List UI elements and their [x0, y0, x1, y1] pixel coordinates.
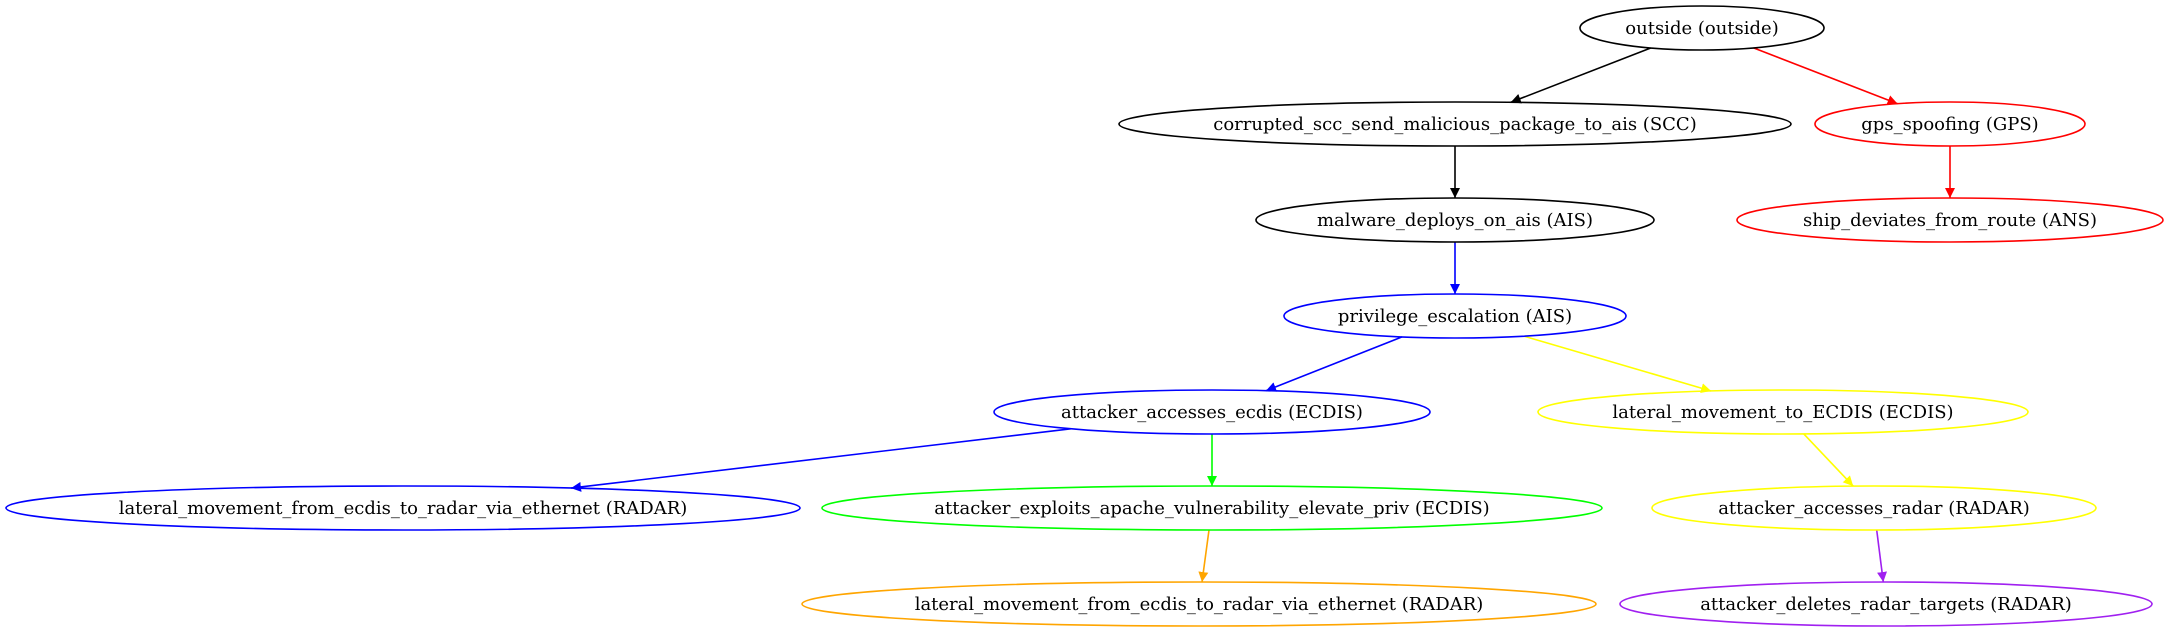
- graph-node: attacker_accesses_ecdis (ECDIS): [993, 389, 1431, 435]
- edges-layer: [570, 47, 1955, 583]
- graph-node: malware_deploys_on_ais (AIS): [1255, 197, 1655, 243]
- node-label: attacker_accesses_radar (RADAR): [1718, 498, 2030, 519]
- graph-node: corrupted_scc_send_malicious_package_to_…: [1118, 101, 1792, 147]
- edge-n11-to-n13: [1875, 529, 1888, 583]
- node-label: ship_deviates_from_route (ANS): [1803, 210, 2097, 231]
- node-ellipse: [1619, 581, 2153, 627]
- graph-node: attacker_accesses_radar (RADAR): [1651, 485, 2097, 531]
- node-ellipse: [5, 485, 801, 531]
- node-label: lateral_movement_from_ecdis_to_radar_via…: [915, 594, 1484, 615]
- edge-n10-to-n12: [1198, 529, 1210, 583]
- graph-node: attacker_deletes_radar_targets (RADAR): [1619, 581, 2153, 627]
- node-label: malware_deploys_on_ais (AIS): [1317, 210, 1593, 231]
- node-ellipse: [1814, 101, 2086, 147]
- graph-node: attacker_exploits_apache_vulnerability_e…: [821, 485, 1603, 531]
- node-ellipse: [1651, 485, 2097, 531]
- node-label: lateral_movement_from_ecdis_to_radar_via…: [119, 498, 688, 519]
- node-ellipse: [993, 389, 1431, 435]
- edge-n6-to-n8: [1523, 335, 1712, 393]
- edge-n7-to-n9: [570, 428, 1071, 492]
- node-ellipse: [1255, 197, 1655, 243]
- nodes-layer: outside (outside) corrupted_scc_send_mali…: [5, 5, 2164, 627]
- edge-n1-to-n2: [1510, 47, 1651, 104]
- graph-node: gps_spoofing (GPS): [1814, 101, 2086, 147]
- node-ellipse: [801, 581, 1597, 627]
- node-ellipse: [1283, 293, 1627, 339]
- graph-node: lateral_movement_from_ecdis_to_radar_via…: [801, 581, 1597, 627]
- node-label: outside (outside): [1625, 18, 1778, 39]
- graph-node: lateral_movement_from_ecdis_to_radar_via…: [5, 485, 801, 531]
- graph-node: ship_deviates_from_route (ANS): [1736, 197, 2164, 243]
- node-ellipse: [1579, 5, 1825, 51]
- edge-n1-to-n3: [1753, 47, 1898, 105]
- node-ellipse: [1118, 101, 1792, 147]
- node-label: privilege_escalation (AIS): [1338, 306, 1572, 327]
- node-label: gps_spoofing (GPS): [1861, 114, 2038, 135]
- node-ellipse: [1537, 389, 2029, 435]
- node-label: attacker_deletes_radar_targets (RADAR): [1700, 594, 2072, 615]
- node-ellipse: [821, 485, 1603, 531]
- graph-node: lateral_movement_to_ECDIS (ECDIS): [1537, 389, 2029, 435]
- edge-n8-to-n11: [1803, 433, 1854, 487]
- node-ellipse: [1736, 197, 2164, 243]
- graph-node: outside (outside): [1579, 5, 1825, 51]
- node-label: attacker_accesses_ecdis (ECDIS): [1061, 402, 1363, 423]
- graph-node: privilege_escalation (AIS): [1283, 293, 1627, 339]
- edge-n6-to-n7: [1265, 336, 1403, 392]
- node-label: corrupted_scc_send_malicious_package_to_…: [1213, 114, 1696, 135]
- node-label: attacker_exploits_apache_vulnerability_e…: [934, 498, 1489, 519]
- node-label: lateral_movement_to_ECDIS (ECDIS): [1612, 402, 1953, 423]
